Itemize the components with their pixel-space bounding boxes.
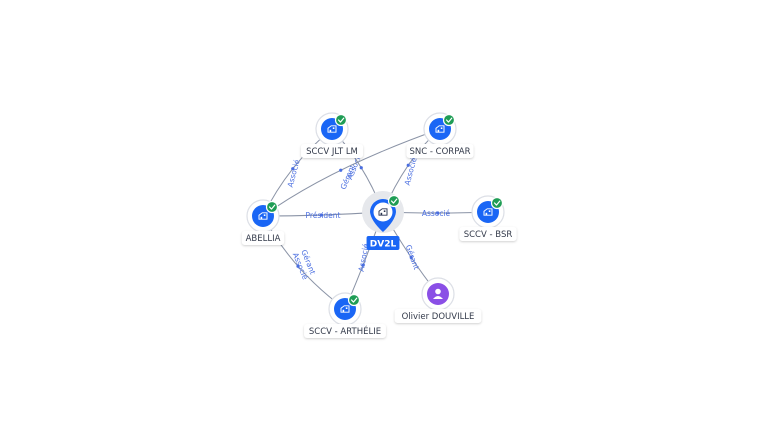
center-label-background <box>366 236 400 250</box>
building-icon <box>258 212 268 220</box>
center-pin-inner <box>373 202 393 222</box>
center-label: DV2L <box>370 240 397 250</box>
node-abellia[interactable]: ABELLIA <box>241 199 285 245</box>
verified-check-icon <box>334 113 348 127</box>
edge-arrow-marker <box>436 211 440 215</box>
node-label: ABELLIA <box>246 234 281 244</box>
edge-arrow-marker <box>296 264 300 268</box>
verified-check-icon <box>265 200 279 214</box>
node-label-background <box>304 324 386 338</box>
verified-check-icon <box>490 196 504 210</box>
edge-arrow-marker <box>359 166 363 170</box>
edge-arrow-marker <box>409 255 413 260</box>
edge-arrow-marker <box>319 213 324 217</box>
node-label: SCCV JLT LM <box>306 147 358 157</box>
edge-label: Associé <box>403 156 419 186</box>
node-olivier-douville[interactable]: Olivier DOUVILLE <box>394 277 482 323</box>
person-icon <box>433 288 443 299</box>
node-label-background <box>406 144 474 158</box>
node-sccv-jlt-lm[interactable]: SCCV JLT LM <box>300 112 364 158</box>
node-label: SNC - CORPAR <box>410 147 471 157</box>
edge-arrow-marker <box>291 167 295 171</box>
edge-label: Président <box>306 211 341 220</box>
node-label: SCCV - BSR <box>464 230 513 240</box>
building-icon <box>483 208 493 216</box>
verified-check-icon <box>387 194 401 208</box>
node-label-background <box>300 144 364 158</box>
building-icon <box>327 125 337 133</box>
node-label-background <box>241 231 285 245</box>
building-icon <box>378 208 388 216</box>
node-label-background <box>394 309 482 323</box>
node-sccv-bsr[interactable]: SCCV - BSR <box>459 195 517 241</box>
edge-arrow-marker <box>361 263 365 267</box>
edge-arrow-marker <box>339 168 343 172</box>
node-label: SCCV - ARTHÉLIE <box>309 325 381 337</box>
building-icon <box>340 305 350 313</box>
node-label-background <box>459 227 517 241</box>
verified-check-icon <box>442 113 456 127</box>
node-sccv-arthelie[interactable]: SCCV - ARTHÉLIE <box>304 292 386 338</box>
node-snc-corpar[interactable]: SNC - CORPAR <box>406 112 474 158</box>
edge-label: Associé <box>286 158 302 188</box>
verified-check-icon <box>347 293 361 307</box>
edge-label: Associé <box>422 209 451 218</box>
node-dv2l-center[interactable]: DV2L <box>362 191 404 250</box>
nodes-layer: SCCV JLT LM SNC - CORPAR ABELLIA SCCV - BSR… <box>241 112 517 338</box>
building-icon <box>435 125 445 133</box>
edge-abellia-snc-corpar <box>262 128 441 217</box>
node-label: Olivier DOUVILLE <box>402 312 475 322</box>
edge-arrow-marker <box>406 163 410 167</box>
edge-label: Gérant <box>404 243 421 270</box>
